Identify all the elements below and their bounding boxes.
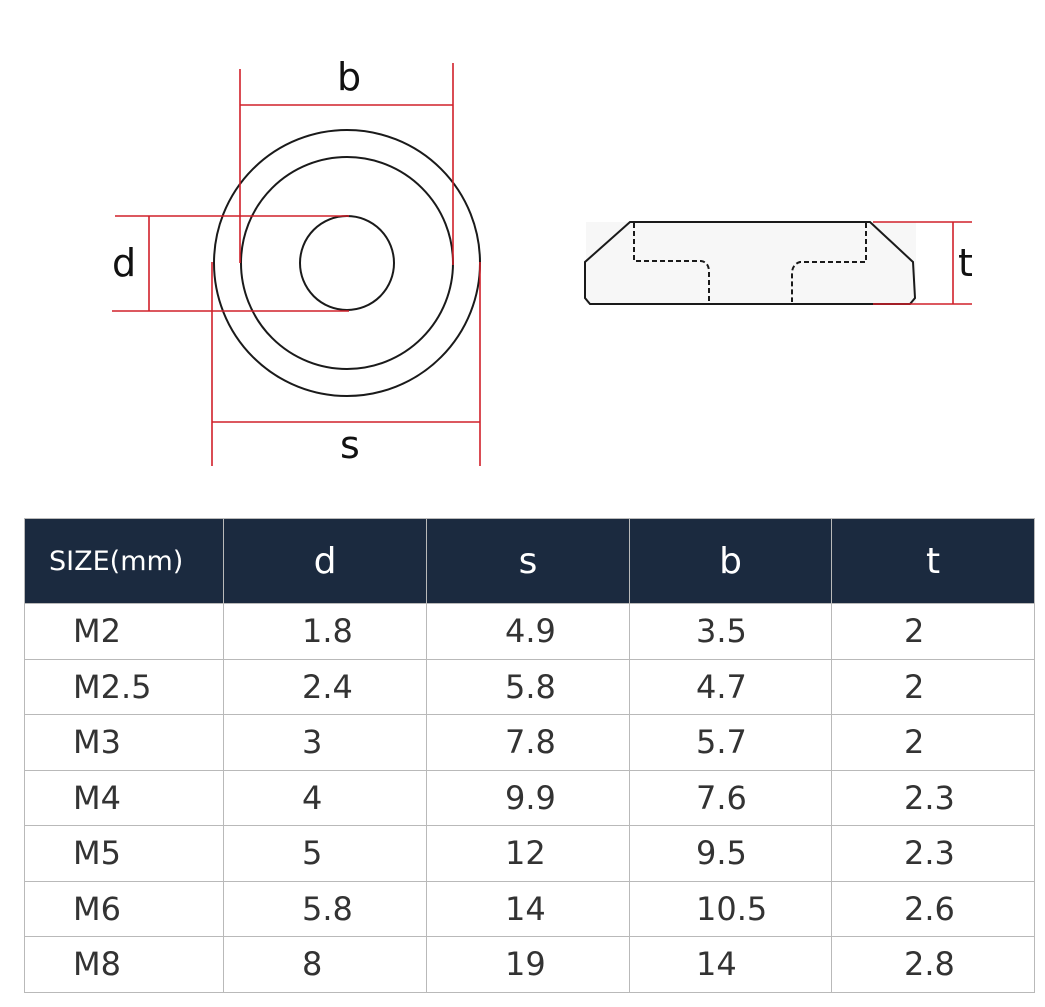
front-dimensions [112, 63, 481, 466]
cell-b: 10.5 [629, 880, 832, 937]
header-d: d [223, 518, 427, 604]
cell-s: 19 [426, 936, 630, 993]
cell-t: 2 [831, 714, 1035, 771]
cell-size: M6 [24, 880, 224, 937]
dimension-label-d: d [112, 241, 137, 285]
table-row: M2.5 2.4 5.8 4.7 2 [24, 658, 1035, 715]
cell-b: 5.7 [629, 714, 832, 771]
table-row: M5 5 12 9.5 2.3 [24, 825, 1035, 882]
cell-d: 3 [223, 714, 427, 771]
cell-b: 4.7 [629, 658, 832, 715]
front-view [213, 129, 481, 397]
table-row: M3 3 7.8 5.7 2 [24, 714, 1035, 771]
cell-d: 8 [223, 936, 427, 993]
cell-s: 4.9 [426, 603, 630, 660]
dimension-label-s: s [340, 423, 360, 467]
header-b: b [629, 518, 832, 604]
cell-t: 2.8 [831, 936, 1035, 993]
cell-s: 5.8 [426, 658, 630, 715]
cell-t: 2 [831, 603, 1035, 660]
washer-diagram: b d s t [0, 0, 1045, 500]
size-spec-table: SIZE(mm) d s b t M2 1.8 4.9 3.5 2 M2.5 2… [24, 518, 1035, 993]
cell-b: 7.6 [629, 769, 832, 826]
inner-hole-d [299, 215, 395, 311]
cell-s: 14 [426, 880, 630, 937]
header-s: s [426, 518, 630, 604]
outer-circle-s [213, 129, 481, 397]
table-header-row: SIZE(mm) d s b t [24, 518, 1035, 604]
cell-t: 2.6 [831, 880, 1035, 937]
cell-size: M8 [24, 936, 224, 993]
cell-d: 4 [223, 769, 427, 826]
table-row: M8 8 19 14 2.8 [24, 936, 1035, 993]
cell-size: M4 [24, 769, 224, 826]
header-t: t [831, 518, 1035, 604]
cell-b: 14 [629, 936, 832, 993]
cell-size: M3 [24, 714, 224, 771]
table-row: M6 5.8 14 10.5 2.6 [24, 880, 1035, 937]
middle-circle-b [240, 156, 454, 370]
dimension-label-b: b [337, 55, 362, 99]
cell-s: 9.9 [426, 769, 630, 826]
cell-size: M2.5 [24, 658, 224, 715]
table-row: M4 4 9.9 7.6 2.3 [24, 769, 1035, 826]
cell-s: 7.8 [426, 714, 630, 771]
cell-s: 12 [426, 825, 630, 882]
table-row: M2 1.8 4.9 3.5 2 [24, 603, 1035, 660]
cell-size: M5 [24, 825, 224, 882]
cell-d: 2.4 [223, 658, 427, 715]
cell-size: M2 [24, 603, 224, 660]
dimension-label-t: t [958, 241, 973, 285]
header-size: SIZE(mm) [24, 518, 224, 604]
cell-d: 5.8 [223, 880, 427, 937]
cell-b: 9.5 [629, 825, 832, 882]
cell-d: 5 [223, 825, 427, 882]
washer-drawing [112, 63, 972, 466]
side-view [584, 221, 972, 305]
cell-t: 2.3 [831, 825, 1035, 882]
cell-t: 2.3 [831, 769, 1035, 826]
cell-t: 2 [831, 658, 1035, 715]
cell-d: 1.8 [223, 603, 427, 660]
cell-b: 3.5 [629, 603, 832, 660]
